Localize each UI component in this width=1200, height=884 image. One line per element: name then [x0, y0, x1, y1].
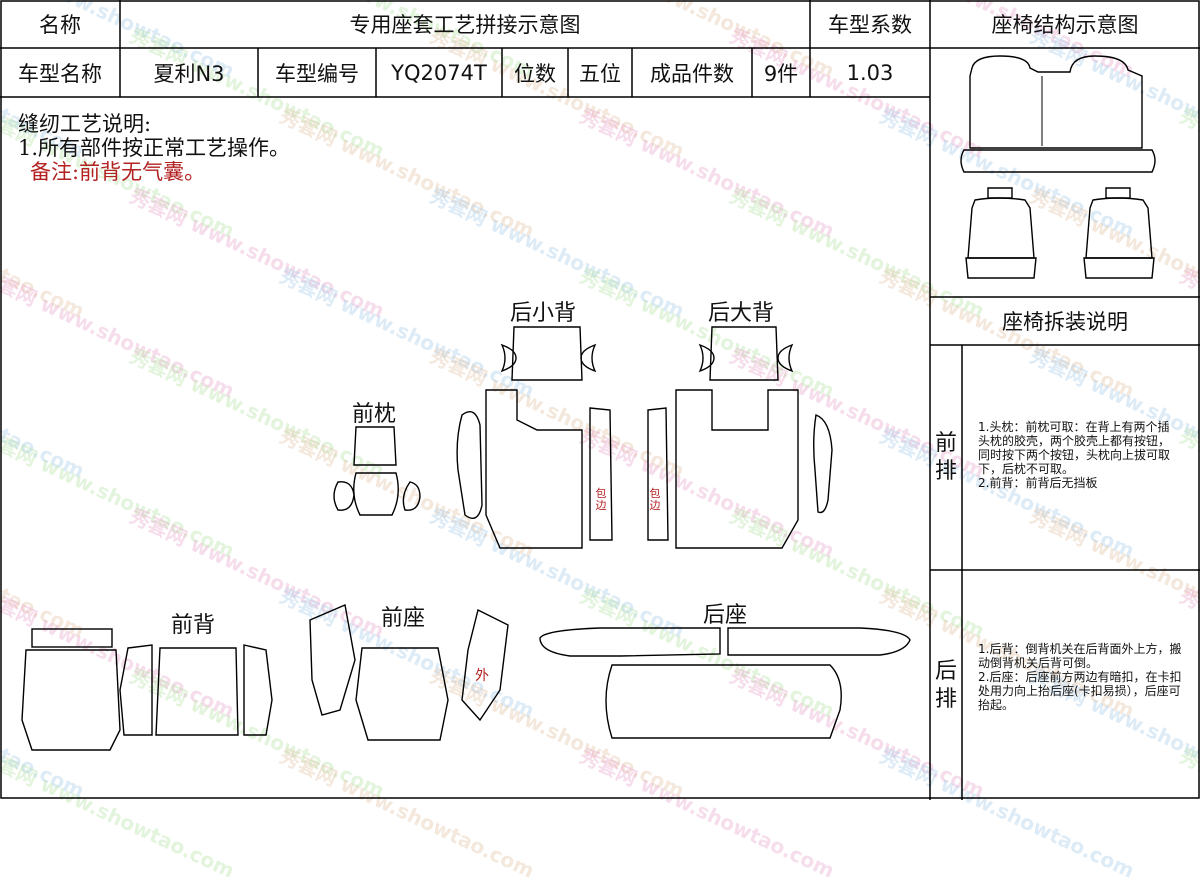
label-outer: 外: [475, 668, 489, 684]
label-front-seat: 前座: [381, 606, 426, 631]
coef-value: 1.03: [846, 60, 894, 85]
seats-value: 五位: [579, 61, 621, 86]
front-row-instructions: 1.头枕：前枕可取：在背上有两个插头枕的胶壳，两个胶壳上都有按钮，同时按下两个按…: [978, 420, 1171, 490]
front-seat-right-drawing: [1083, 187, 1155, 279]
front-pillow-pieces: [333, 426, 421, 516]
front-seat-left-drawing: [965, 187, 1037, 279]
notes-heading: 缝纫工艺说明:: [18, 112, 152, 136]
name-label: 名称: [39, 13, 81, 37]
model-name-label: 车型名称: [18, 61, 102, 86]
notes-item-1: 1.所有部件按正常工艺操作。: [18, 136, 291, 160]
front-row-label: 前排: [934, 431, 957, 484]
front-back-pieces: [21, 628, 273, 751]
label-wrap-edge-right: 包边: [649, 487, 661, 512]
front-seat-pieces: [309, 604, 509, 741]
pattern-pieces: [21, 326, 911, 751]
rear-seat-pieces: [539, 627, 911, 739]
seat-struct-title: 座椅结构示意图: [991, 13, 1139, 37]
layout-grid: [0, 0, 1200, 800]
label-rear-small-back: 后小背: [510, 301, 577, 326]
label-front-pillow: 前枕: [352, 402, 397, 427]
rear-small-back-pieces: [456, 326, 613, 549]
model-code: YQ2074T: [391, 60, 487, 85]
sewing-notes: 缝纫工艺说明: 1.所有部件按正常工艺操作。 备注:前背无气囊。: [18, 112, 290, 184]
rear-row-label: 后排: [934, 659, 957, 712]
seats-label: 位数: [514, 61, 556, 86]
label-rear-seat: 后座: [703, 603, 748, 628]
rear-bench-drawing: [960, 55, 1156, 173]
coef-label: 车型系数: [828, 13, 912, 37]
label-rear-big-back: 后大背: [708, 301, 775, 326]
model-name: 夏利N3: [153, 61, 225, 86]
pieces-value: 9件: [763, 61, 799, 86]
model-code-label: 车型编号: [275, 61, 359, 86]
rear-big-back-pieces: [647, 326, 833, 549]
rear-row-instructions: 1.后背：倒背机关在后背面外上方，搬动倒背机关后背可倒。 2.后座：后座前方两边…: [978, 642, 1182, 712]
seat-structure-diagram: [960, 55, 1156, 279]
label-wrap-edge-left: 包边: [595, 487, 607, 512]
disassembly-title: 座椅拆装说明: [1002, 310, 1128, 334]
pieces-label: 成品件数: [650, 61, 734, 86]
page-title: 专用座套工艺拼接示意图: [349, 13, 581, 37]
label-front-back: 前背: [171, 613, 216, 638]
notes-remark: 备注:前背无气囊。: [30, 160, 206, 184]
